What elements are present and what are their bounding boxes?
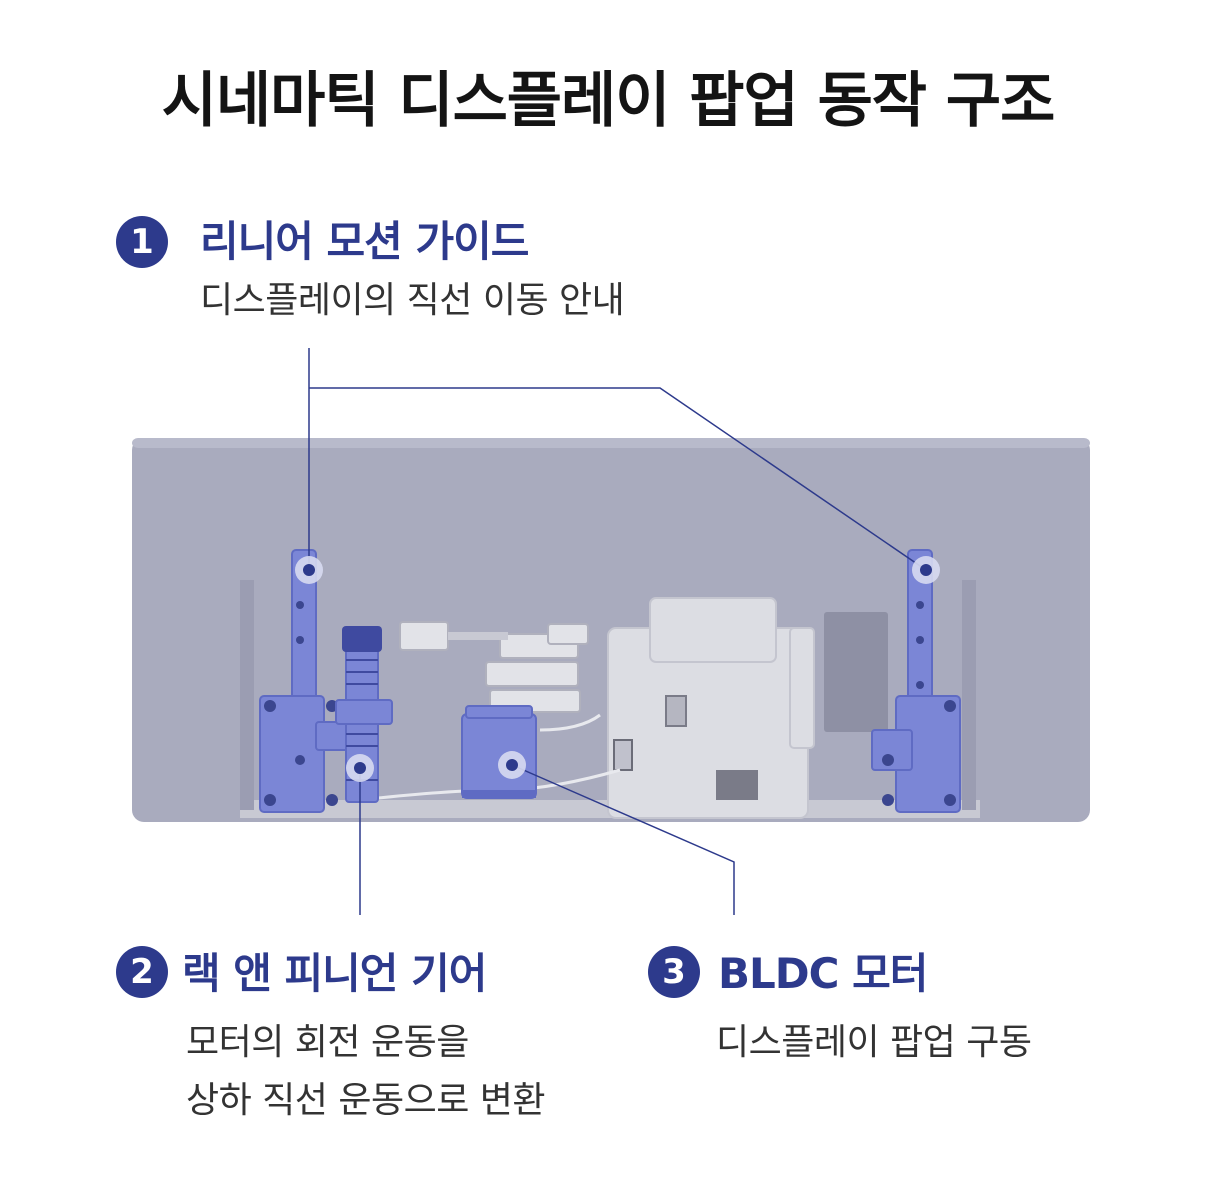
callout-2-desc-line-1: 모터의 회전 운동을 [186,1022,469,1063]
wire [539,713,601,732]
callout-3-label: BLDC 모터 [718,949,928,998]
page-title: 시네마틱 디스플레이 팝업 동작 구조 [161,66,1056,136]
control-box-chip [716,770,758,800]
linear-guide-left [259,549,353,813]
control-box-slot [665,695,687,727]
callout-1-desc: 디스플레이의 직선 이동 안내 [200,280,625,321]
right-slot [962,580,976,810]
guide-left-holes [264,601,338,806]
callout-1-badge: 1 [116,216,168,268]
right-panel [824,612,888,732]
guide-right-holes [882,601,956,806]
pinion-gear [342,626,382,652]
bldc-motor [461,705,537,799]
callout-2-badge: 2 [116,946,168,998]
callout-2-label: 랙 앤 피니언 기어 [182,949,487,998]
motor-mount [462,790,536,798]
linear-guide-right [871,549,961,813]
gear-cluster [399,621,589,713]
control-box [607,597,815,819]
left-slot [240,580,254,810]
callout-2-desc-line-2: 상하 직선 운동으로 변환 [186,1080,546,1121]
connector [613,739,633,771]
leader-lines [308,348,927,915]
callout-markers [295,556,940,782]
callout-3-desc: 디스플레이 팝업 구동 [716,1022,1032,1063]
callout-1-label: 리니어 모션 가이드 [200,217,529,266]
callout-3-badge: 3 [648,946,700,998]
shaft [448,632,508,640]
housing-top-edge [132,438,1090,448]
